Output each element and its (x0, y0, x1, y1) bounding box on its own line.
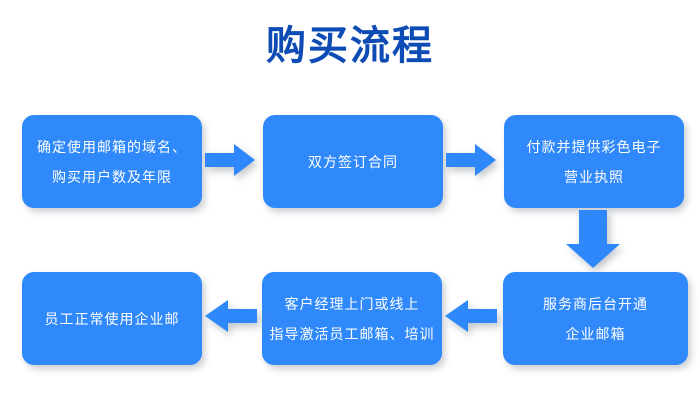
arrow-right-icon (446, 144, 496, 176)
process-node-step-1[interactable]: 确定使用邮箱的域名、 购买用户数及年限 (22, 115, 202, 208)
node-text-line: 指导激活员工邮箱、培训 (269, 325, 435, 342)
node-text-line: 确定使用邮箱的域名、 (37, 138, 187, 155)
node-text-line: 营业执照 (564, 168, 624, 185)
arrow-left-icon (445, 300, 497, 332)
node-text-line: 付款并提供彩色电子 (526, 138, 662, 155)
node-text-line: 客户经理上门或线上 (284, 295, 420, 312)
page-title: 购买流程 (266, 24, 434, 68)
node-text-line: 双方签订合同 (308, 153, 398, 170)
process-node-step-4[interactable]: 服务商后台开通 企业邮箱 (503, 272, 688, 365)
arrow-right-icon (205, 144, 255, 176)
node-text-line: 购买用户数及年限 (52, 168, 172, 185)
process-node-step-5[interactable]: 客户经理上门或线上 指导激活员工邮箱、培训 (262, 272, 442, 365)
process-node-step-3[interactable]: 付款并提供彩色电子 营业执照 (504, 115, 684, 208)
node-text-line: 服务商后台开通 (543, 295, 648, 312)
process-node-step-6[interactable]: 员工正常使用企业邮 (22, 272, 202, 365)
node-text-line: 员工正常使用企业邮 (44, 310, 180, 327)
node-text-line: 企业邮箱 (565, 325, 626, 342)
arrow-down-icon (566, 210, 620, 268)
arrow-left-icon (205, 300, 257, 332)
process-node-step-2[interactable]: 双方签订合同 (263, 115, 443, 208)
